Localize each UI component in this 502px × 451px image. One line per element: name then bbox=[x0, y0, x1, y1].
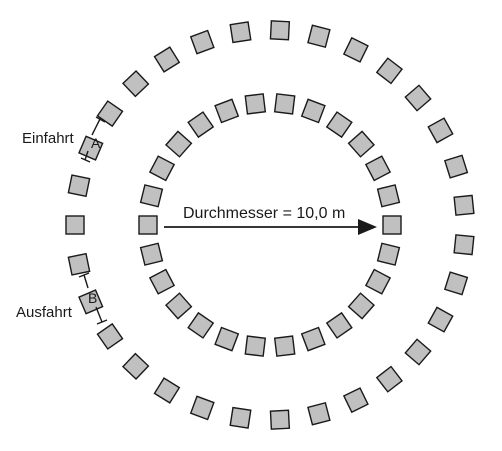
outer-ring-marker bbox=[229, 21, 252, 44]
inner-ring-marker bbox=[325, 111, 353, 139]
outer-ring-marker bbox=[453, 194, 475, 216]
inner-ring-marker bbox=[273, 335, 296, 357]
inner-ring-marker bbox=[244, 335, 267, 357]
gap-a-line-lower bbox=[84, 150, 89, 161]
diameter-arrow bbox=[164, 219, 377, 235]
inner-ring-marker bbox=[364, 268, 392, 295]
inner-ring-marker bbox=[325, 311, 353, 339]
outer-ring-marker bbox=[443, 154, 469, 179]
inner-ring-marker bbox=[364, 155, 392, 182]
diameter-arrow-head bbox=[358, 219, 377, 235]
inner-ring-marker bbox=[138, 215, 158, 235]
outer-ring-marker bbox=[342, 36, 369, 63]
entrance-label: Einfahrt bbox=[22, 130, 75, 147]
inner-ring-marker bbox=[187, 111, 215, 139]
outer-ring-marker bbox=[443, 271, 469, 296]
outer-ring-marker bbox=[153, 377, 181, 404]
gap-b-line-lower bbox=[95, 306, 103, 323]
outer-ring-marker bbox=[67, 252, 91, 276]
outer-ring-marker bbox=[96, 322, 124, 350]
inner-ring-marker bbox=[165, 292, 193, 320]
inner-ring-marker bbox=[139, 184, 164, 208]
outer-ring-marker bbox=[453, 234, 475, 256]
gap-b-tick-lower bbox=[96, 319, 108, 325]
gap-b-dimension: B bbox=[78, 272, 108, 325]
outer-ring-marker bbox=[307, 24, 331, 49]
inner-ring-marker bbox=[376, 242, 401, 266]
outer-ring-marker bbox=[121, 69, 150, 98]
diameter-label: Durchmesser = 10,0 m bbox=[183, 205, 345, 222]
inner-ring-marker bbox=[300, 98, 326, 124]
outer-ring-marker bbox=[269, 20, 291, 41]
outer-ring-marker bbox=[427, 306, 454, 333]
gap-a-label: A bbox=[91, 135, 101, 151]
inner-ring-marker bbox=[382, 215, 402, 235]
inner-ring-marker bbox=[347, 130, 375, 158]
outer-ring-marker bbox=[307, 401, 331, 426]
inner-ring-marker bbox=[139, 242, 164, 266]
gap-a-tick-lower bbox=[80, 157, 91, 163]
outer-ring bbox=[65, 20, 475, 430]
outer-ring-marker bbox=[65, 215, 85, 235]
inner-ring-marker bbox=[214, 98, 240, 124]
inner-ring-marker bbox=[165, 130, 193, 158]
outer-ring-marker bbox=[153, 46, 181, 73]
exit-label: Ausfahrt bbox=[16, 304, 73, 321]
inner-ring-marker bbox=[300, 326, 326, 352]
outer-ring-marker bbox=[189, 395, 215, 421]
inner-ring-marker bbox=[148, 268, 176, 295]
inner-ring-marker bbox=[148, 155, 176, 182]
outer-ring-marker bbox=[229, 406, 252, 429]
outer-ring-marker bbox=[427, 117, 454, 144]
inner-ring-marker bbox=[187, 311, 215, 339]
inner-ring-marker bbox=[273, 93, 296, 115]
outer-ring-marker bbox=[404, 84, 432, 112]
outer-ring-marker bbox=[375, 365, 404, 393]
inner-ring-marker bbox=[244, 93, 267, 115]
gap-a-dimension: A bbox=[80, 116, 106, 163]
outer-ring-marker bbox=[342, 387, 369, 414]
outer-ring-marker bbox=[189, 29, 215, 55]
gap-b-tick-upper bbox=[78, 272, 90, 278]
inner-ring bbox=[138, 93, 402, 357]
outer-ring-marker bbox=[67, 174, 91, 198]
gap-b-line-upper bbox=[83, 274, 89, 289]
outer-ring-marker bbox=[404, 338, 432, 366]
inner-ring-marker bbox=[214, 326, 240, 352]
gap-b-label: B bbox=[88, 290, 97, 306]
outer-ring-marker bbox=[375, 57, 404, 85]
inner-ring-marker bbox=[376, 184, 401, 208]
inner-ring-marker bbox=[347, 292, 375, 320]
outer-ring-marker bbox=[121, 352, 150, 381]
gap-a-line-upper bbox=[91, 118, 101, 136]
outer-ring-marker bbox=[78, 135, 104, 161]
outer-ring-marker bbox=[269, 409, 291, 430]
gap-a-tick-upper bbox=[95, 116, 106, 123]
outer-ring-marker bbox=[96, 100, 124, 128]
